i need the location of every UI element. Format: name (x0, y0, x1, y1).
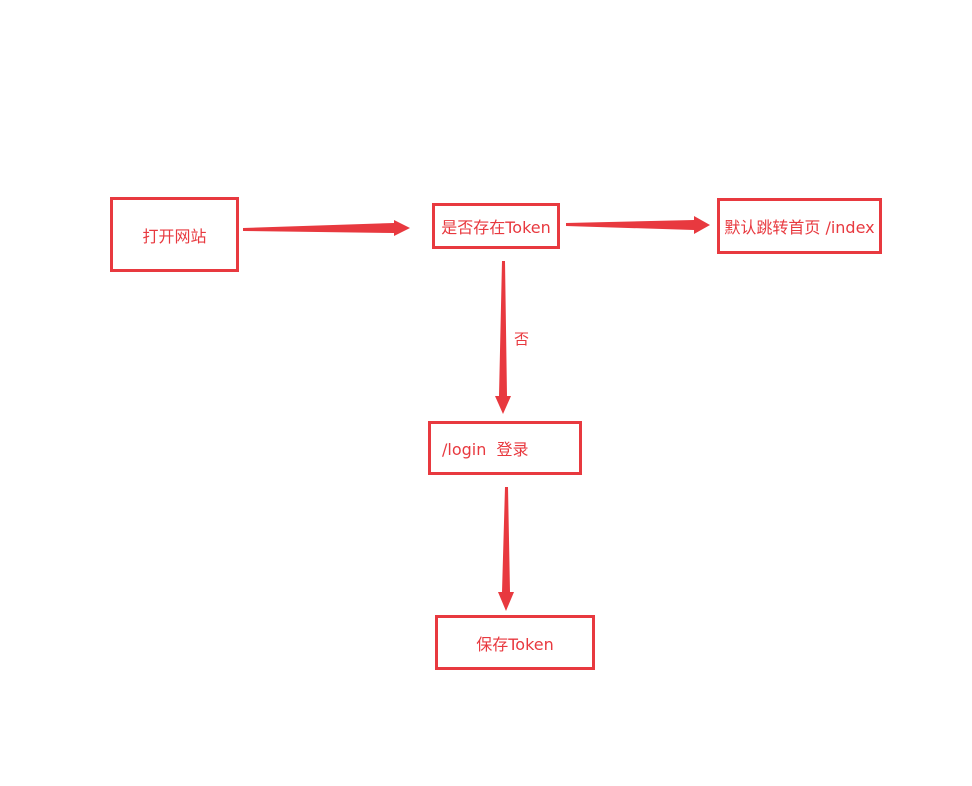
arrow-login-to-save (498, 487, 514, 611)
node-has-token: 是否存在Token (432, 203, 560, 249)
arrow-check-to-login (495, 261, 511, 414)
edge-label-no: 否 (514, 330, 530, 348)
arrow-check-to-index (566, 216, 710, 234)
node-open-site-label: 打开网站 (142, 226, 207, 246)
node-redirect-index: 默认跳转首页 /index (717, 198, 882, 254)
node-save-token: 保存Token (435, 615, 595, 670)
node-login: /login 登录 (428, 421, 582, 475)
node-has-token-label: 是否存在Token (441, 218, 551, 237)
arrow-open-to-check (243, 220, 410, 236)
node-redirect-index-label: 默认跳转首页 /index (724, 218, 875, 237)
node-open-site: 打开网站 (110, 197, 239, 272)
node-save-token-label: 保存Token (476, 634, 554, 654)
node-login-label: /login 登录 (442, 440, 529, 459)
